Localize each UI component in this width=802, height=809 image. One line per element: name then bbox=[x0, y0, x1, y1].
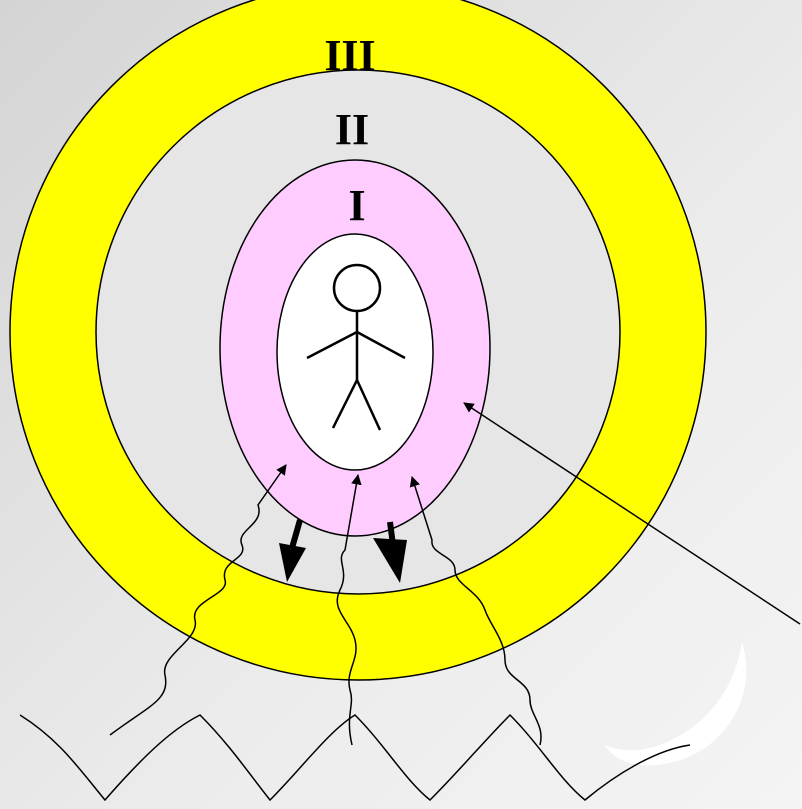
core-ellipse bbox=[277, 234, 433, 470]
zone-3-label: III bbox=[324, 31, 375, 80]
zone-1-label: I bbox=[348, 181, 365, 230]
zone-2-label: II bbox=[335, 105, 369, 154]
